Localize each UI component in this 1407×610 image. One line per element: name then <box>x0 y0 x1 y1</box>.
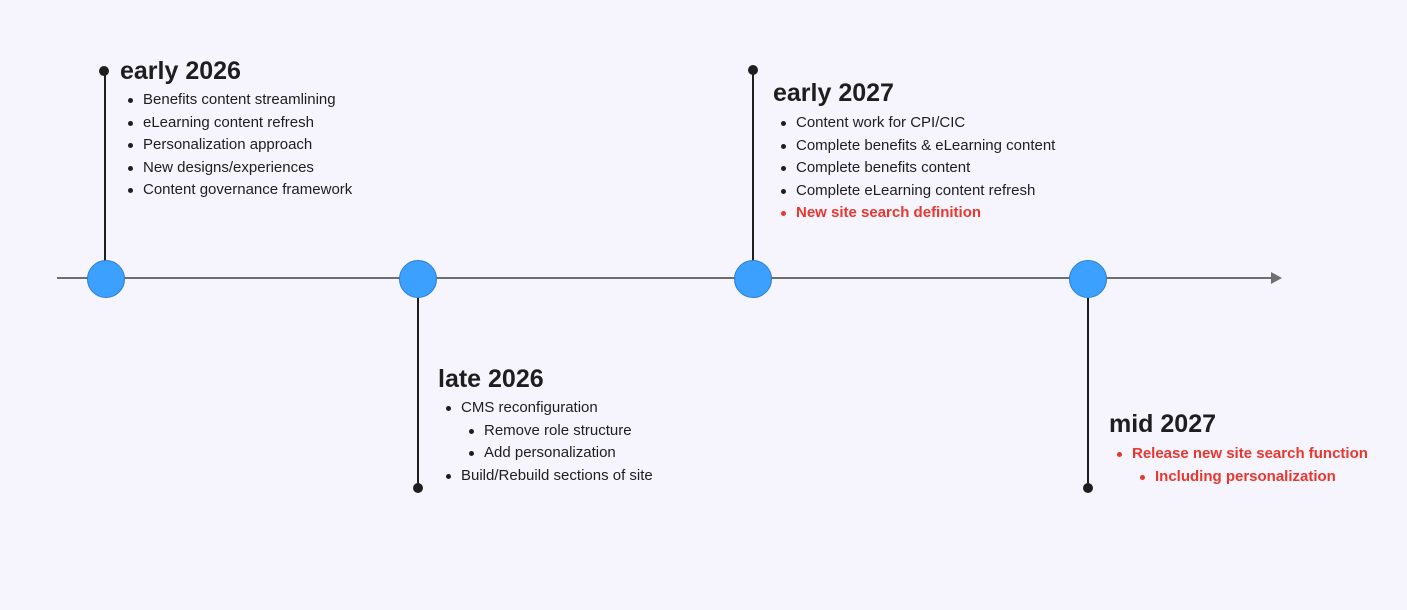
list-item: Content work for CPI/CIC <box>773 112 1055 135</box>
list-item: eLearning content refresh <box>120 112 352 135</box>
milestone-1-connector <box>104 71 106 261</box>
milestone-1-node <box>87 260 125 298</box>
milestone-2-endpoint-dot <box>413 483 423 493</box>
list-item: Complete benefits content <box>773 157 1055 180</box>
milestone-3-title: early 2027 <box>773 79 894 107</box>
milestone-2-node <box>399 260 437 298</box>
milestone-4-title: mid 2027 <box>1109 410 1217 438</box>
timeline-axis <box>57 277 1273 279</box>
list-item: Content governance framework <box>120 179 352 202</box>
list-item: Complete eLearning content refresh <box>773 180 1055 203</box>
milestone-4-connector <box>1087 298 1089 488</box>
timeline-arrowhead <box>1271 272 1282 284</box>
milestone-4-list: Release new site search function Includi… <box>1109 443 1368 488</box>
list-item: Personalization approach <box>120 134 352 157</box>
list-item-highlighted: Release new site search function <box>1109 443 1368 466</box>
milestone-1-list: Benefits content streamlining eLearning … <box>120 89 352 202</box>
milestone-4-endpoint-dot <box>1083 483 1093 493</box>
list-subitem: Add personalization <box>438 442 653 465</box>
list-item: Benefits content streamlining <box>120 89 352 112</box>
milestone-3-node <box>734 260 772 298</box>
milestone-1-endpoint-dot <box>99 66 109 76</box>
milestone-3-endpoint-dot <box>748 65 758 75</box>
milestone-3-list: Content work for CPI/CIC Complete benefi… <box>773 112 1055 225</box>
milestone-2-title: late 2026 <box>438 365 544 393</box>
list-item: CMS reconfiguration <box>438 397 653 420</box>
list-item: Build/Rebuild sections of site <box>438 465 653 488</box>
list-item: Complete benefits & eLearning content <box>773 135 1055 158</box>
milestone-4-node <box>1069 260 1107 298</box>
list-item-highlighted: New site search definition <box>773 202 1055 225</box>
milestone-2-list: CMS reconfiguration Remove role structur… <box>438 397 653 487</box>
milestone-3-connector <box>752 71 754 261</box>
list-subitem: Remove role structure <box>438 420 653 443</box>
list-subitem-highlighted: Including personalization <box>1109 466 1368 489</box>
milestone-1-title: early 2026 <box>120 57 241 85</box>
list-item: New designs/experiences <box>120 157 352 180</box>
milestone-2-connector <box>417 298 419 488</box>
